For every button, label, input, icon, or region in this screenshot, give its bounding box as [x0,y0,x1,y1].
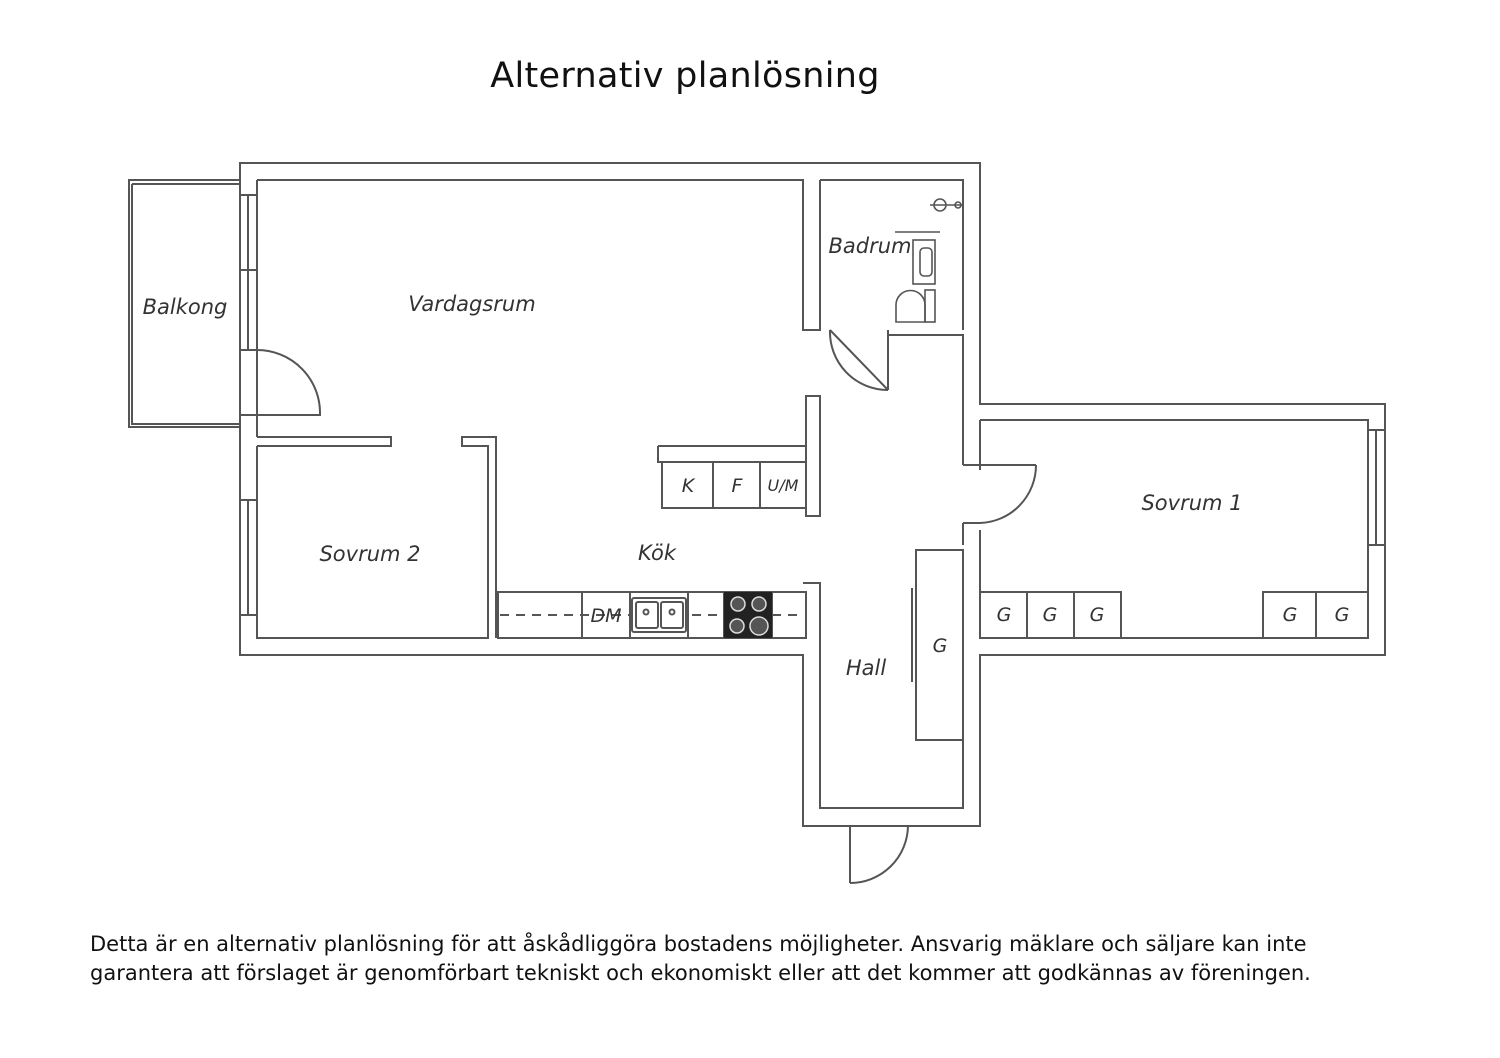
page-title: Alternativ planlösning [490,56,880,96]
bathroom-fixtures [895,198,963,323]
counter-top [657,445,806,463]
fixture-label-dishwasher: DM [590,605,621,627]
fixture-label-wardrobe: G [1043,604,1058,626]
disclaimer: Detta är en alternativ planlösning för a… [90,930,1410,988]
room-label-badrum: Badrum [828,234,911,258]
door-badrum [828,329,889,391]
room-label-hall: Hall [846,656,886,680]
fixture-label-wardrobe: G [997,604,1012,626]
appliance-cells [661,461,807,509]
fixture-label-wardrobe: G [1335,604,1350,626]
sovrum2-wall [256,436,497,639]
room-label-sovrum1: Sovrum 1 [1141,491,1242,515]
window-sovrum1 [1367,429,1386,546]
wardrobe-hall [911,549,964,741]
hall-wall [888,334,964,465]
door-entrance [849,825,909,884]
disclaimer-line: Detta är en alternativ planlösning för a… [90,932,1307,956]
balcony [128,179,240,428]
hob-icon [724,592,772,638]
fixture-label-fridge: F [732,475,744,497]
hall-wall-lower [803,523,964,809]
room-label-balkong: Balkong [143,295,228,319]
fixture-label-wardrobe: G [1090,604,1105,626]
fixture-label-oven: U/M [768,476,799,495]
sovrum1-wall [979,419,1369,639]
fixture-label-freezer: K [682,475,696,497]
room-label-kok: Kök [638,541,677,565]
bathroom-wall [820,179,964,390]
fixture-label-wardrobe: G [1283,604,1298,626]
wardrobes-sovrum1 [979,591,1369,639]
door-sovrum1 [963,464,1037,524]
outer-wall [239,162,1386,827]
room-label-vardagsrum: Vardagsrum [408,292,535,316]
inner-wall-left [257,179,821,331]
disclaimer-line: garantera att förslaget är genomförbart … [90,961,1311,985]
window-sovrum2 [239,499,258,616]
kitchen-divider [805,395,821,517]
room-label-sovrum2: Sovrum 2 [319,542,420,566]
fixture-label-wardrobe: G [933,635,948,657]
window-balcony [239,194,258,351]
door-balcony [240,349,322,416]
